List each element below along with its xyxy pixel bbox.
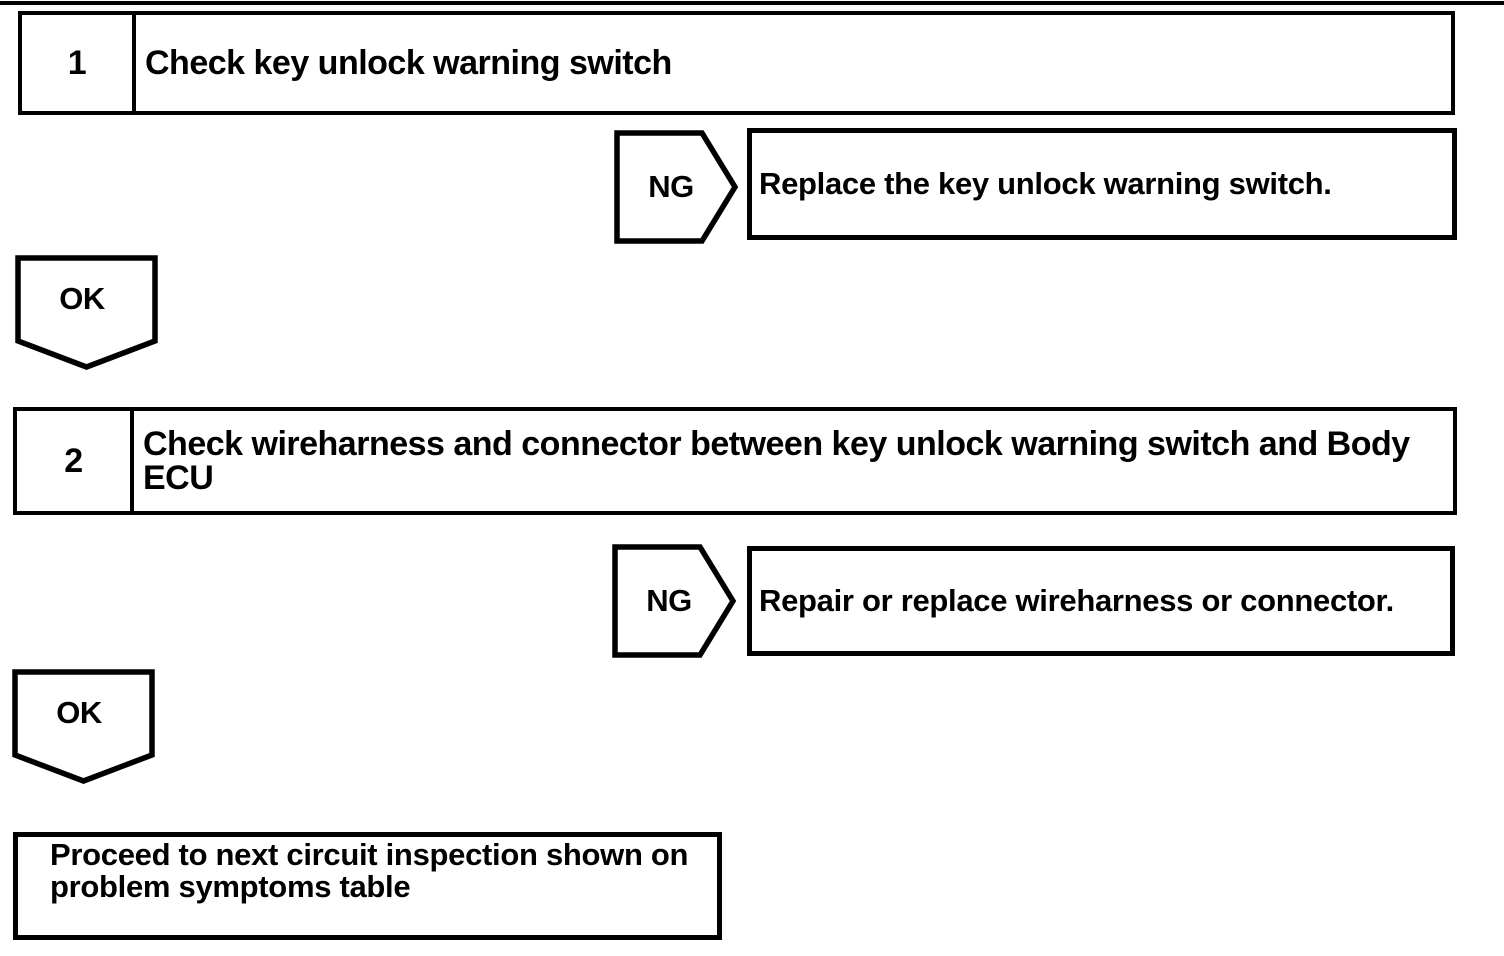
ng-action-2-box: Repair or replace wireharness or connect… bbox=[747, 546, 1455, 656]
ng-connector-1: NG bbox=[614, 130, 740, 244]
pentagon-outline bbox=[614, 130, 739, 244]
step-1-title: Check key unlock warning switch bbox=[136, 15, 1451, 111]
step-2-title-line-2: ECU bbox=[143, 459, 214, 497]
ng-action-1-box: Replace the key unlock warning switch. bbox=[747, 128, 1457, 240]
step-1-number-cell: 1 bbox=[22, 15, 136, 111]
pentagon-outline bbox=[12, 669, 155, 784]
step-2-title-line-1: Check wireharness and connector between … bbox=[143, 425, 1410, 463]
ok-label: OK bbox=[59, 281, 105, 316]
ng-action-2-text: Repair or replace wireharness or connect… bbox=[759, 583, 1394, 618]
ok-connector-1: OK bbox=[15, 255, 158, 370]
step-1-title-line: Check key unlock warning switch bbox=[145, 44, 672, 82]
step-2-number: 2 bbox=[64, 441, 83, 480]
ng-label: NG bbox=[646, 583, 692, 618]
step-2-title: Check wireharness and connector between … bbox=[134, 411, 1453, 511]
pentagon-outline bbox=[15, 255, 158, 370]
pentagon-outline bbox=[612, 544, 737, 658]
ng-label: NG bbox=[648, 169, 694, 204]
ng-arrow-pentagon-icon bbox=[614, 130, 739, 244]
step-2-box: 2 Check wireharness and connector betwee… bbox=[13, 407, 1457, 515]
ok-down-pentagon-icon bbox=[12, 669, 155, 784]
ng-action-1-text: Replace the key unlock warning switch. bbox=[759, 166, 1332, 201]
ok-connector-2: OK bbox=[12, 669, 155, 784]
final-action-box: Proceed to next circuit inspection shown… bbox=[13, 832, 722, 940]
page-top-rule bbox=[0, 1, 1504, 5]
step-1-number: 1 bbox=[67, 43, 87, 82]
ng-connector-2: NG bbox=[612, 544, 738, 658]
ok-down-pentagon-icon bbox=[15, 255, 158, 370]
ok-label: OK bbox=[56, 695, 102, 730]
step-1-box: 1 Check key unlock warning switch bbox=[18, 11, 1455, 115]
final-action-line-1: Proceed to next circuit inspection shown… bbox=[50, 837, 689, 872]
ng-arrow-pentagon-icon bbox=[612, 544, 737, 658]
step-2-number-cell: 2 bbox=[17, 411, 134, 511]
final-action-line-2: problem symptoms table bbox=[50, 869, 411, 904]
